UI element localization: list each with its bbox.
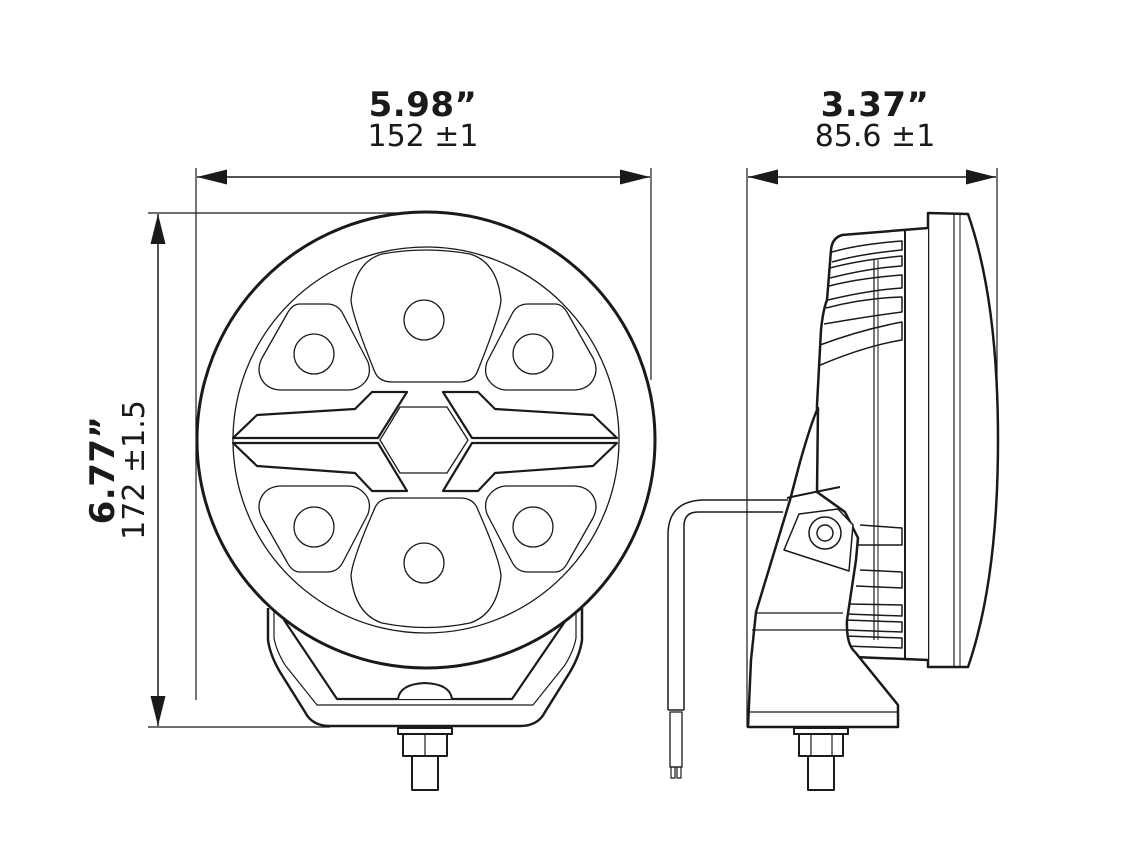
side-bolt-shaft bbox=[807, 755, 835, 791]
cable-sheath-end bbox=[669, 711, 683, 768]
side-bolt-nut bbox=[798, 733, 844, 757]
led-top bbox=[403, 299, 445, 341]
width-metric: 152 ±1 bbox=[367, 119, 479, 154]
led-pod-lower-left bbox=[258, 485, 371, 573]
led-lower-left bbox=[293, 506, 335, 548]
lens-ring bbox=[232, 246, 620, 634]
led-pod-upper-left bbox=[258, 303, 371, 391]
cable-outer-bottom bbox=[683, 511, 783, 710]
heatsink-fins-lower bbox=[844, 524, 903, 649]
housing-outer-ring bbox=[195, 210, 657, 670]
led-upper-right bbox=[512, 333, 554, 375]
mount-bracket-outer bbox=[266, 608, 584, 728]
drl-bar-upper-right bbox=[441, 390, 619, 440]
center-hexagon bbox=[379, 406, 469, 474]
drl-bar-upper-left bbox=[231, 390, 409, 440]
front-view bbox=[195, 210, 657, 791]
cable-outer-top bbox=[667, 499, 788, 710]
cable-wire-2 bbox=[676, 766, 682, 779]
depth-dimension-label: 3.37” 85.6 ±1 bbox=[760, 88, 990, 152]
led-bottom bbox=[403, 542, 445, 584]
cable-wire-1 bbox=[670, 766, 676, 779]
led-pod-bottom bbox=[350, 497, 502, 629]
pivot-bolt-inner bbox=[816, 524, 834, 542]
led-lower-right bbox=[512, 506, 554, 548]
pivot-bracket bbox=[746, 406, 900, 729]
width-imperial: 5.98” bbox=[368, 85, 478, 125]
drl-bar-lower-left bbox=[231, 441, 409, 493]
width-dimension-label: 5.98” 152 ±1 bbox=[300, 88, 546, 152]
depth-metric: 85.6 ±1 bbox=[814, 119, 936, 154]
heatsink-fins-upper bbox=[817, 240, 903, 367]
led-upper-left bbox=[293, 333, 335, 375]
led-pod-upper-right bbox=[484, 303, 597, 391]
depth-imperial: 3.37” bbox=[820, 85, 930, 125]
led-pod-lower-right bbox=[484, 485, 597, 573]
bolt-shaft bbox=[411, 755, 439, 791]
pivot-bolt-outer bbox=[808, 516, 842, 550]
led-pod-top bbox=[350, 249, 502, 383]
bracket-knob bbox=[397, 682, 453, 700]
lens-bezel bbox=[926, 211, 1000, 669]
drl-bar-lower-right bbox=[441, 441, 619, 493]
side-view bbox=[667, 211, 1000, 791]
pivot-plate bbox=[783, 508, 854, 572]
mount-bracket-inner bbox=[273, 610, 577, 706]
